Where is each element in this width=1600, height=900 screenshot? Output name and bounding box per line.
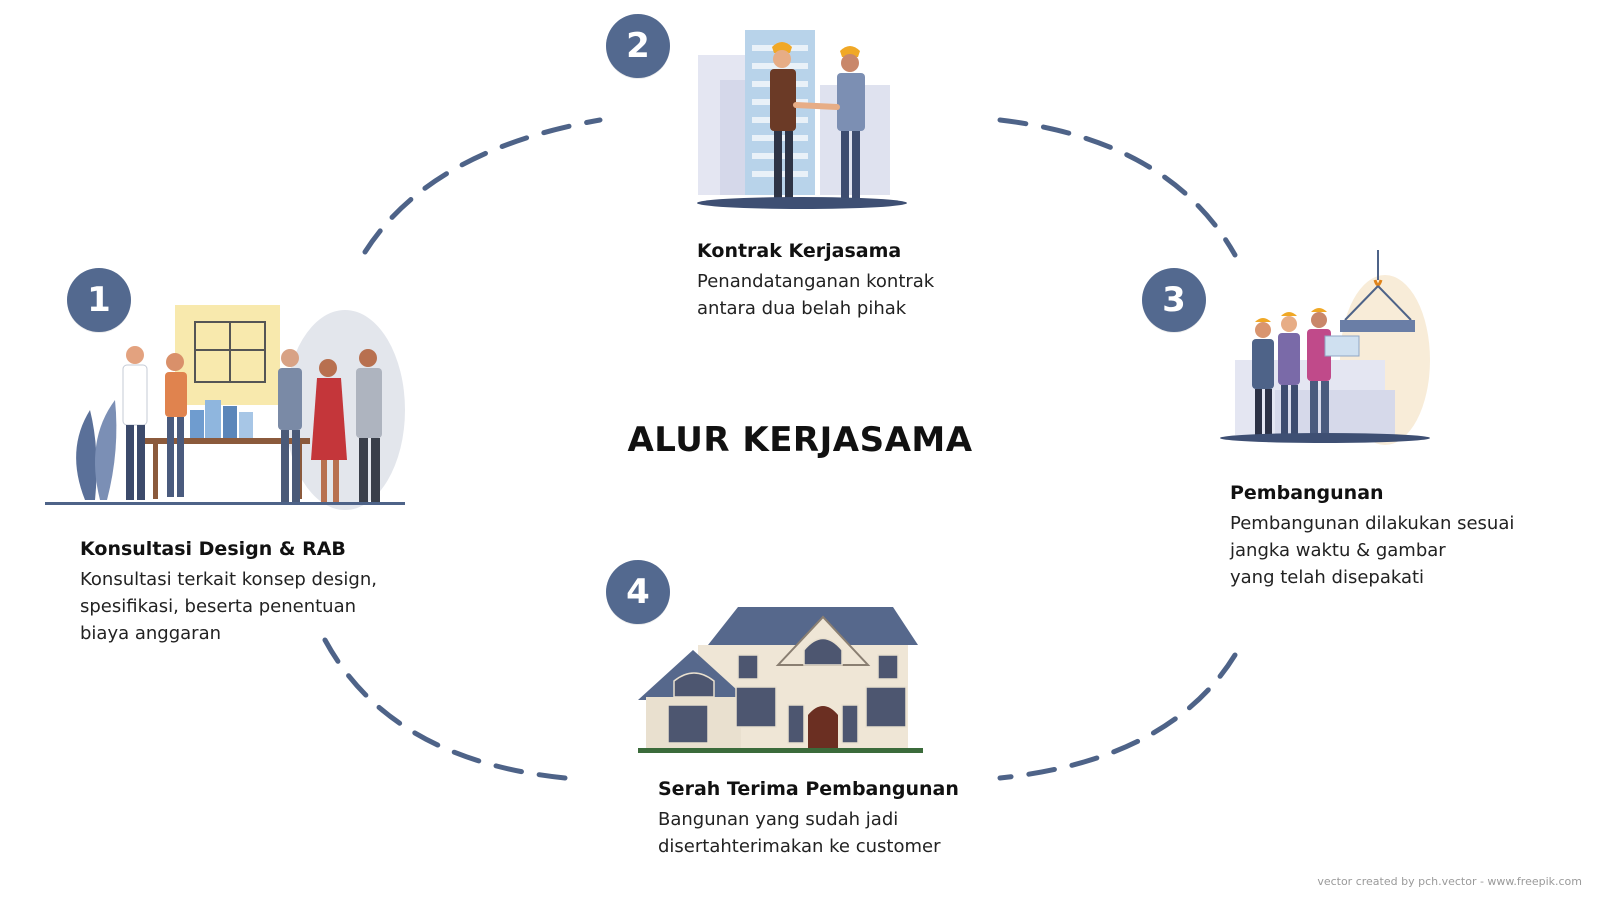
image-credit: vector created by pch.vector - www.freep… xyxy=(1317,875,1582,888)
step-2-text: Kontrak Kerjasama Penandatanganan kontra… xyxy=(697,240,997,322)
step-2-title: Kontrak Kerjasama xyxy=(697,240,902,262)
step-1-description: Konsultasi terkait konsep design, spesif… xyxy=(80,569,377,644)
step-2-description: Penandatanganan kontrak antara dua belah… xyxy=(697,271,935,319)
step-4-badge: 4 xyxy=(606,560,670,624)
consultation-team-illustration xyxy=(45,305,405,510)
step-2-badge: 2 xyxy=(606,14,670,78)
step-3-description: Pembangunan dilakukan sesuai jangka wakt… xyxy=(1230,513,1515,588)
handshake-contract-illustration xyxy=(697,30,907,209)
step-3-badge: 3 xyxy=(1142,268,1206,332)
step-1-title: Konsultasi Design & RAB xyxy=(80,538,346,560)
step-1-text: Konsultasi Design & RAB Konsultasi terka… xyxy=(80,538,420,647)
arc-4-to-1 xyxy=(322,637,568,781)
arc-3-to-4 xyxy=(997,652,1238,781)
step-1-badge: 1 xyxy=(67,268,131,332)
step-4-title: Serah Terima Pembangunan xyxy=(658,778,959,800)
step-3-text: Pembangunan Pembangunan dilakukan sesuai… xyxy=(1230,482,1580,591)
house-handover-illustration xyxy=(638,607,923,753)
arc-1-to-2 xyxy=(362,117,603,255)
step-3-title: Pembangunan xyxy=(1230,482,1384,504)
step-4-description: Bangunan yang sudah jadi disertahterimak… xyxy=(658,809,941,857)
diagram-title: ALUR KERJASAMA xyxy=(627,420,973,460)
construction-workers-illustration xyxy=(1220,250,1430,445)
arc-2-to-3 xyxy=(997,117,1238,258)
step-4-text: Serah Terima Pembangunan Bangunan yang s… xyxy=(658,778,1018,860)
